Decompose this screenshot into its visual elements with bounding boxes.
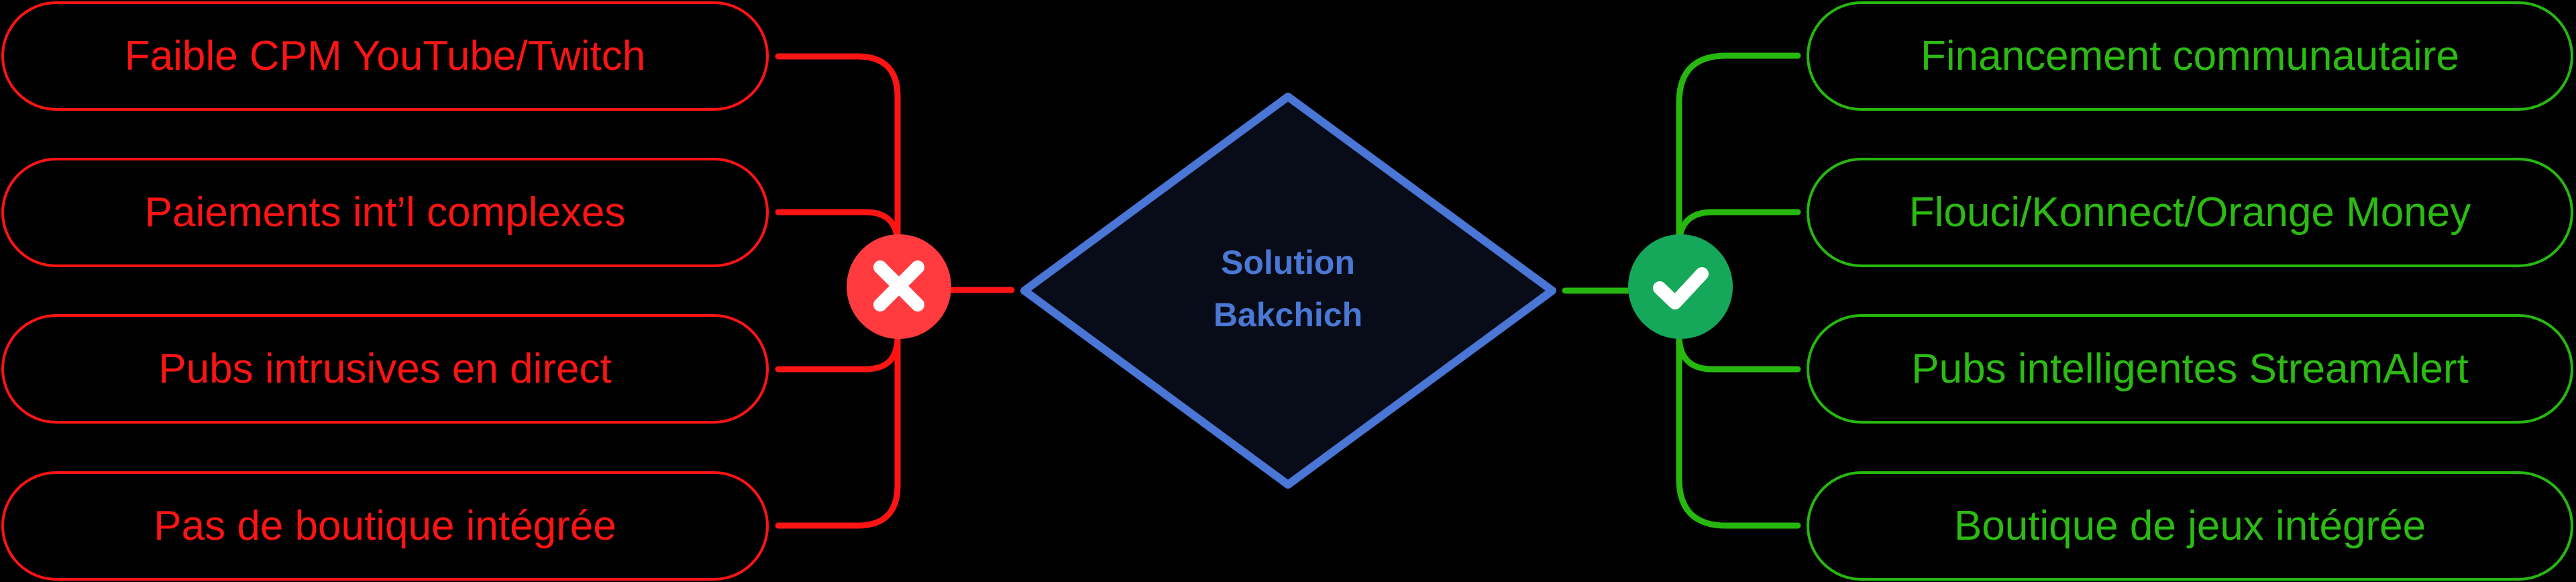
center-label-line2: Bakchich [1213, 296, 1363, 334]
solution-label: Pubs intelligentes StreamAlert [1911, 346, 2469, 392]
center-diamond [1020, 93, 1556, 489]
problem-box: Paiements int’l complexes [1, 158, 769, 267]
center-label: Solution Bakchich [1154, 236, 1422, 341]
solution-label: Financement communautaire [1921, 33, 2459, 79]
center-label-line1: Solution [1221, 244, 1355, 281]
solution-box: Financement communautaire [1807, 1, 2573, 111]
problem-box: Pubs intrusives en direct [1, 314, 769, 424]
solution-box: Boutique de jeux intégrée [1807, 471, 2573, 581]
problem-label: Paiements int’l complexes [144, 189, 626, 236]
problem-box: Faible CPM YouTube/Twitch [1, 1, 769, 111]
problem-box: Pas de boutique intégrée [1, 471, 769, 581]
problem-connector-3 [775, 334, 901, 373]
problem-label: Faible CPM YouTube/Twitch [124, 33, 646, 79]
x-icon [847, 234, 951, 339]
problem-label: Pas de boutique intégrée [154, 503, 616, 549]
solution-label: Boutique de jeux intégrée [1953, 503, 2426, 549]
check-icon [1628, 234, 1733, 339]
solution-connector-3 [1676, 332, 1801, 373]
solution-box: Flouci/Konnect/Orange Money [1807, 158, 2573, 267]
solution-label: Flouci/Konnect/Orange Money [1909, 189, 2471, 236]
problem-label: Pubs intrusives en direct [158, 346, 612, 392]
solution-box: Pubs intelligentes StreamAlert [1807, 314, 2573, 424]
